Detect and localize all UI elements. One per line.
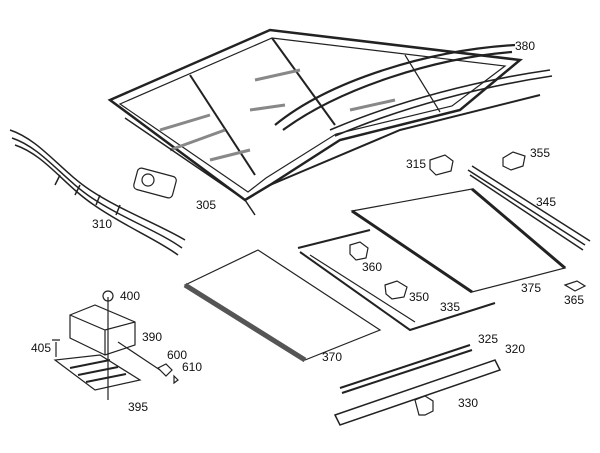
label-600: 600: [167, 348, 188, 362]
label-305: 305: [196, 198, 217, 212]
part-350-clip: [384, 280, 408, 300]
label-330: 330: [458, 396, 479, 410]
label-365: 365: [564, 293, 585, 307]
part-365-endpiece: [563, 280, 587, 292]
part-355-bracket: [502, 151, 526, 171]
label-390: 390: [142, 330, 163, 344]
part-370-blind: [183, 249, 382, 363]
part-360-clip: [349, 241, 369, 261]
glass-roof-assembly: [107, 28, 541, 216]
label-395: 395: [128, 400, 149, 414]
part-335-frame: [297, 229, 496, 332]
label-370: 370: [322, 350, 343, 364]
part-320-strip: [333, 359, 502, 426]
label-310: 310: [92, 217, 113, 231]
label-320: 320: [505, 342, 526, 356]
label-610: 610: [182, 360, 203, 374]
part-390-module: [52, 290, 179, 400]
part-380-seal-strip: [274, 43, 516, 131]
label-400: 400: [120, 289, 141, 303]
label-335: 335: [440, 300, 461, 314]
part-380-rail: [329, 69, 553, 137]
label-360: 360: [362, 260, 383, 274]
label-345: 345: [536, 195, 557, 209]
part-375-blind: [350, 187, 567, 294]
part-310-harness: [9, 129, 186, 256]
part-325-strip: [339, 344, 473, 394]
part-315-bracket: [429, 154, 454, 176]
label-375: 375: [521, 281, 542, 295]
part-305-motor: [133, 167, 177, 199]
part-345-rail: [467, 165, 591, 251]
label-325: 325: [478, 332, 499, 346]
label-350: 350: [409, 290, 430, 304]
part-330-cap: [414, 395, 434, 416]
label-315: 315: [406, 157, 427, 171]
label-405: 405: [31, 341, 52, 355]
label-380: 380: [515, 39, 536, 53]
label-355: 355: [530, 146, 551, 160]
